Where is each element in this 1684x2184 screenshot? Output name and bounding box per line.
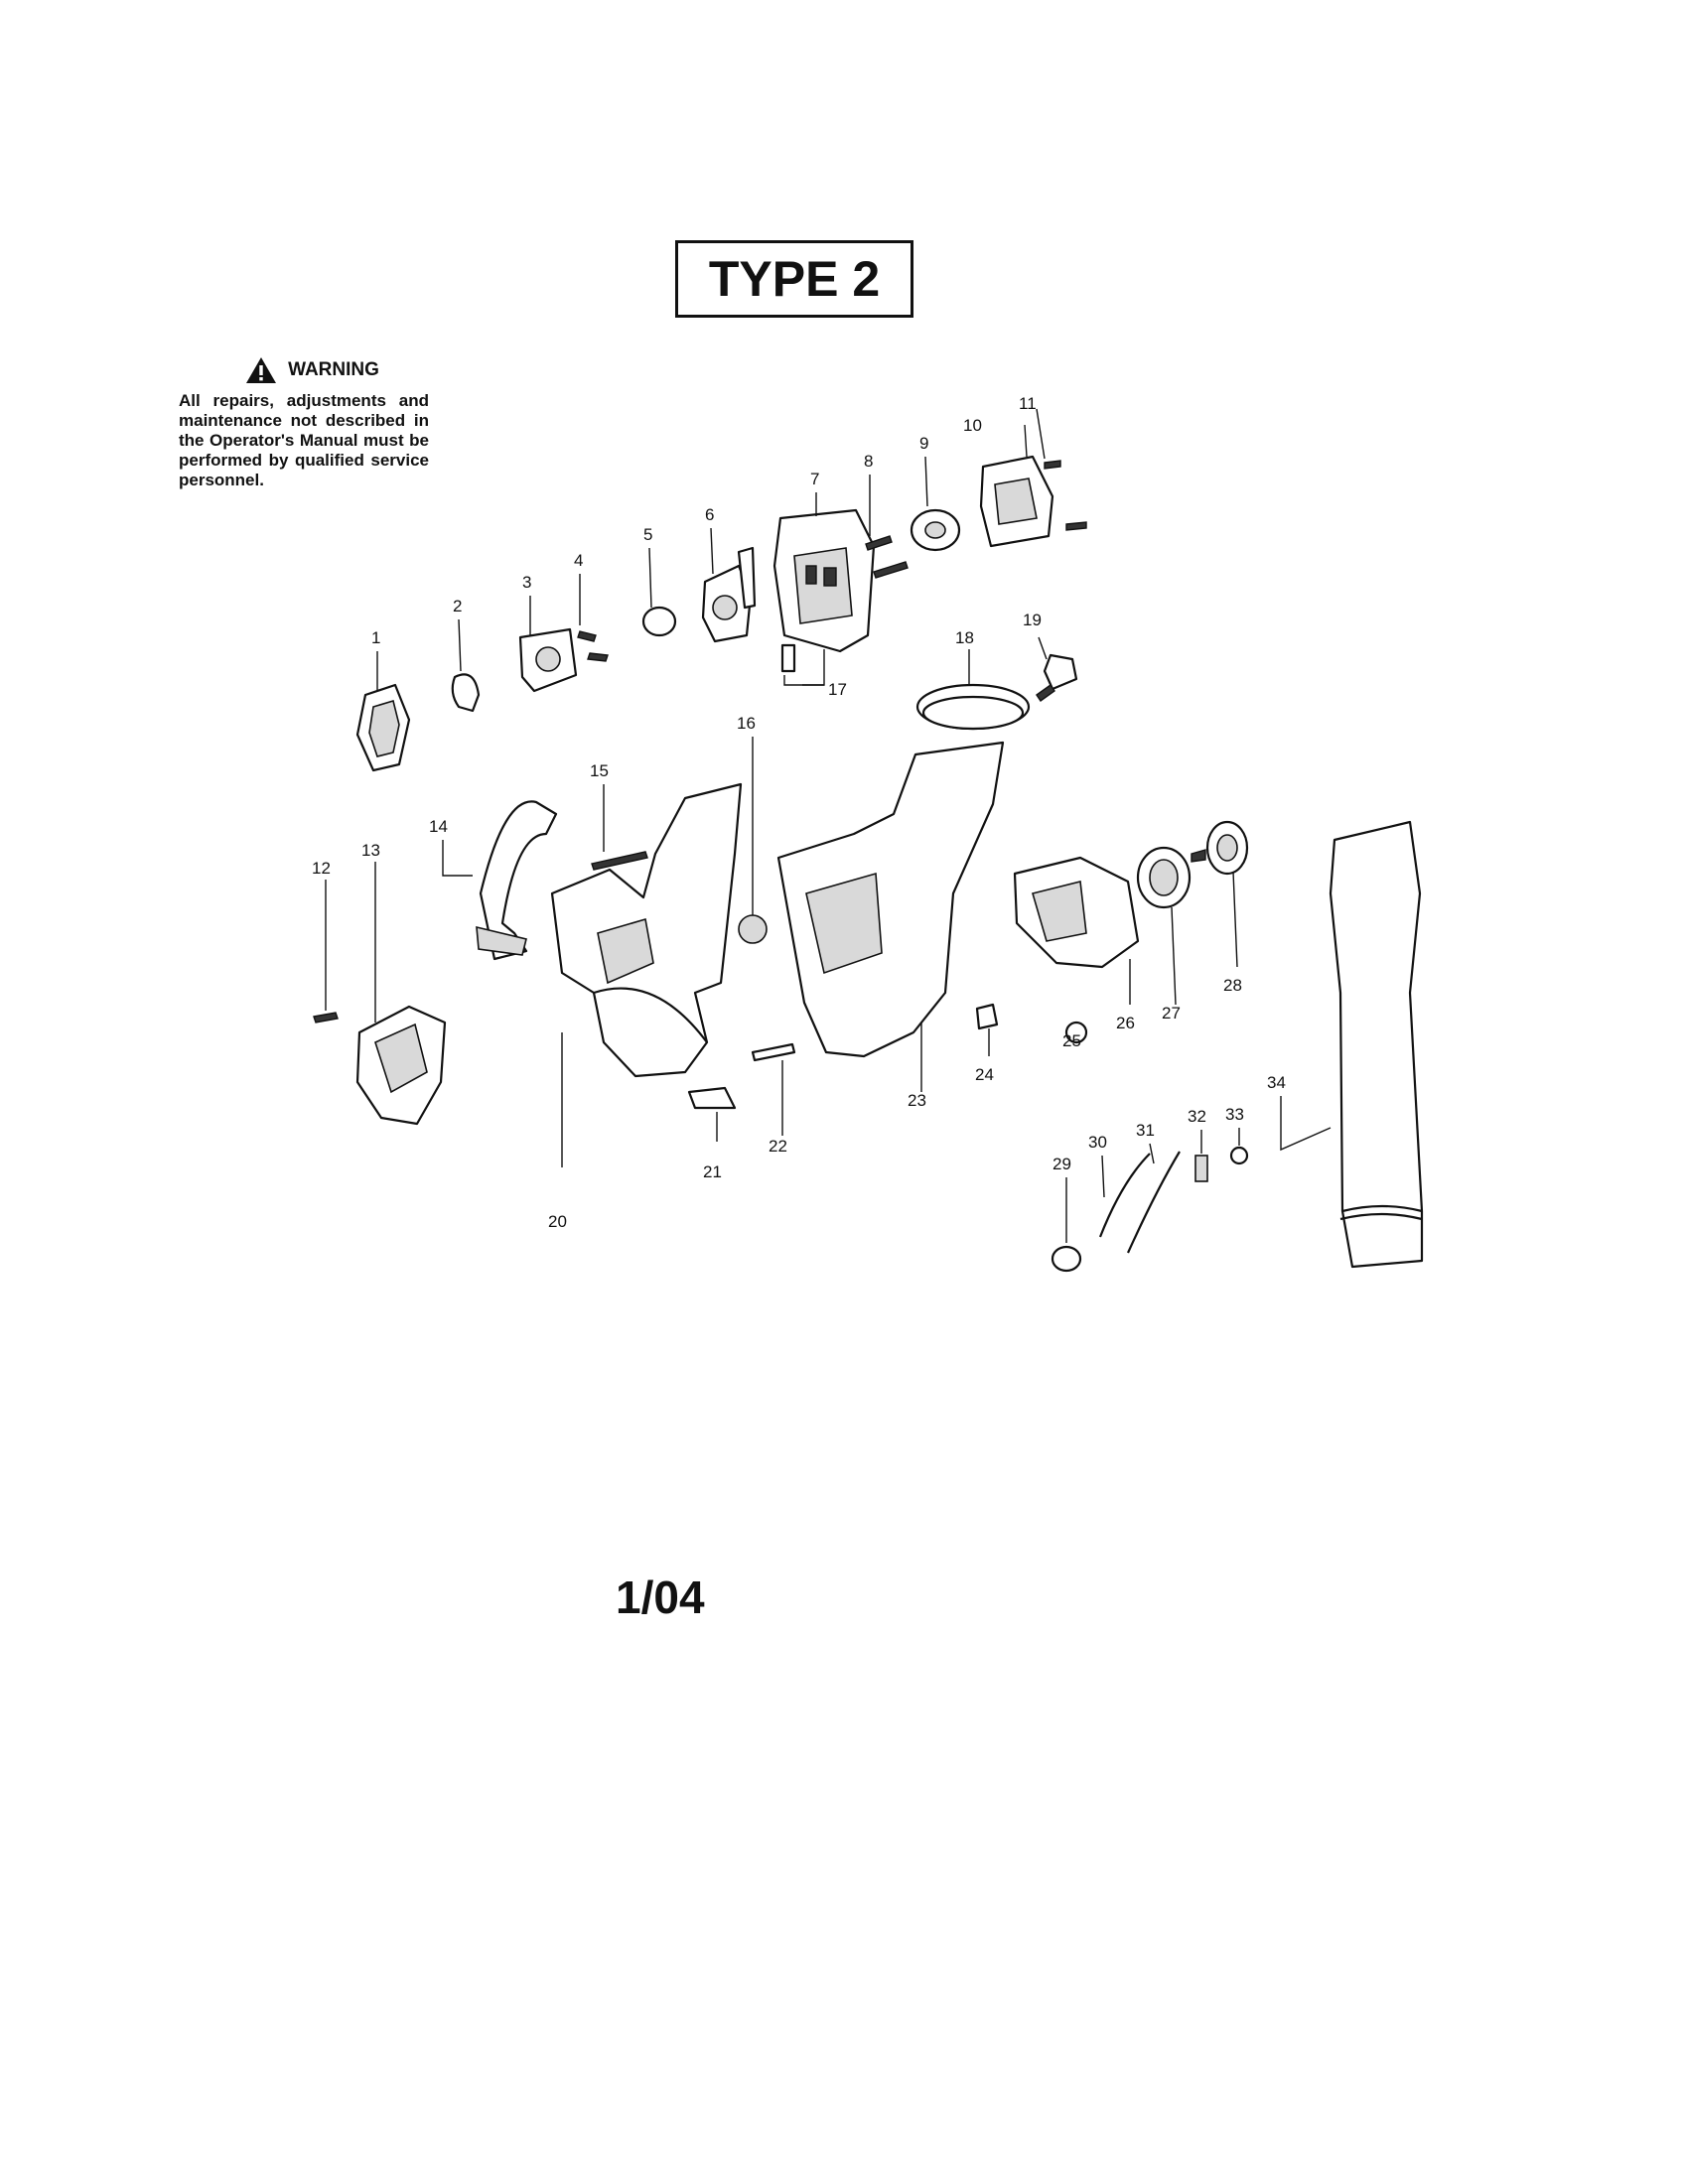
revision-date: 1/04 [616,1571,705,1623]
part-32-fuel-filter [1194,1155,1208,1182]
part-7-air-box [772,508,876,653]
callout-31: 31 [1136,1121,1155,1140]
part-20-housing [550,782,743,1078]
callout-3: 3 [522,573,531,592]
part-11-screws [1044,460,1087,531]
callout-2: 2 [453,597,462,615]
part-23-housing [776,741,1005,1058]
part-19-knob [1036,653,1078,702]
callout-33: 33 [1225,1105,1244,1124]
callout-17: 17 [828,680,847,699]
callout-5: 5 [643,525,652,544]
callout-6: 6 [705,505,714,524]
callout-29: 29 [1052,1155,1071,1173]
part-15-screw [591,851,648,871]
part-24-bracket [975,1003,999,1030]
warning-triangle-icon [246,357,277,383]
part-26-nozzle [1013,856,1140,969]
callout-7: 7 [810,470,819,488]
part-4-screws [577,630,609,662]
part-33-fitting [1229,1146,1249,1165]
part-1-gasket [355,683,411,772]
part-31-fuel-line [1126,1151,1181,1254]
part-6-carburetor [701,546,757,643]
part-9-filter [910,508,961,552]
callout-labels: 1 2 3 4 5 6 7 8 9 10 11 12 13 14 15 16 1… [312,394,1286,1231]
part-17-fuel-part [780,643,796,673]
callout-22: 22 [769,1137,787,1156]
callout-32: 32 [1188,1107,1206,1126]
part-30-fuel-line [1098,1153,1151,1238]
callout-16: 16 [737,714,756,733]
callout-24: 24 [975,1065,994,1084]
callout-1: 1 [371,628,380,647]
part-21-clip [687,1086,737,1110]
part-3-adapter [518,627,578,693]
callout-26: 26 [1116,1014,1135,1032]
callout-10: 10 [963,416,982,435]
part-5-plug [641,606,677,637]
part-25-nut [1064,1021,1088,1044]
part-16-bushing [738,914,768,944]
callout-9: 9 [919,434,928,453]
type-title: TYPE 2 [675,240,913,318]
callout-21: 21 [703,1162,722,1181]
warning-heading: WARNING [288,359,379,380]
part-22-pin [751,1042,796,1062]
part-29-grommet [1051,1245,1082,1273]
callout-11: 11 [1019,394,1037,413]
callout-34: 34 [1267,1073,1286,1092]
callout-30: 30 [1088,1133,1107,1152]
callout-20: 20 [548,1212,567,1231]
callout-28: 28 [1223,976,1242,995]
warning-notice: WARNING All repairs, adjustments and mai… [179,355,429,490]
callout-4: 4 [574,551,583,570]
warning-text: All repairs, adjustments and maintenance… [179,391,429,489]
part-34-blower-tube [1329,820,1424,1269]
part-2-plug [451,673,481,713]
callout-13: 13 [361,841,380,860]
callout-12: 12 [312,859,331,878]
callout-15: 15 [590,761,609,780]
callout-18: 18 [955,628,974,647]
part-28-cap [1191,820,1249,876]
callout-8: 8 [864,452,873,471]
part-10-cover [979,455,1054,548]
part-13-muffler-guard [355,1005,447,1126]
callout-23: 23 [908,1091,926,1110]
part-18-clamp [915,683,1031,731]
part-14-handle [476,800,558,961]
part-12-screw [313,1012,339,1024]
part-8-screws [865,535,909,579]
callout-14: 14 [429,817,448,836]
callout-19: 19 [1023,611,1042,629]
callout-27: 27 [1162,1004,1181,1023]
callout-25: 25 [1062,1031,1081,1050]
part-27-ring [1136,846,1192,909]
leader-lines [325,408,1332,1243]
